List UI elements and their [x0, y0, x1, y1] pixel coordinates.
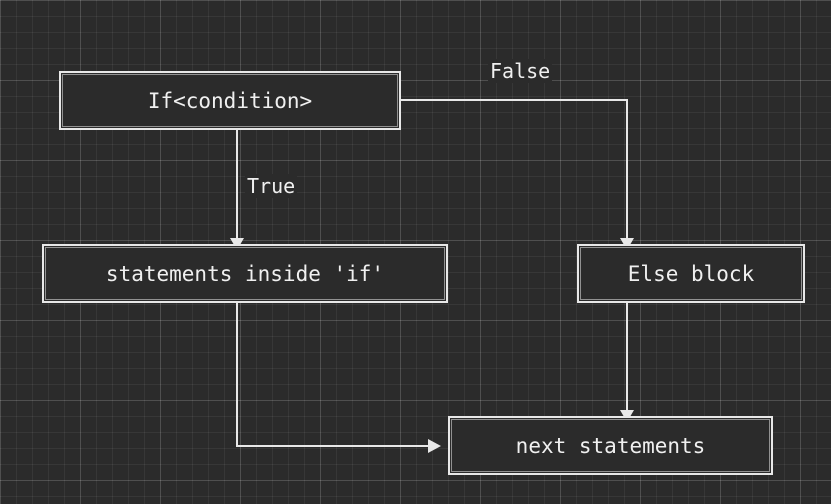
else-block-node[interactable]: Else block: [577, 244, 805, 303]
condition-node[interactable]: If<condition>: [59, 71, 401, 130]
if-to-next-arrowhead: [428, 439, 441, 453]
if-to-next-connector: [236, 303, 432, 447]
true-edge-label: True: [245, 174, 298, 198]
false-edge-label: False: [488, 59, 553, 83]
if-block-node-label: statements inside 'if': [105, 261, 385, 286]
next-statements-node[interactable]: next statements: [448, 416, 773, 475]
false-connector: [400, 99, 628, 240]
if-block-node[interactable]: statements inside 'if': [42, 244, 448, 303]
next-statements-node-label: next statements: [515, 433, 706, 458]
else-block-node-label: Else block: [627, 261, 755, 286]
condition-node-label: If<condition>: [147, 88, 313, 113]
